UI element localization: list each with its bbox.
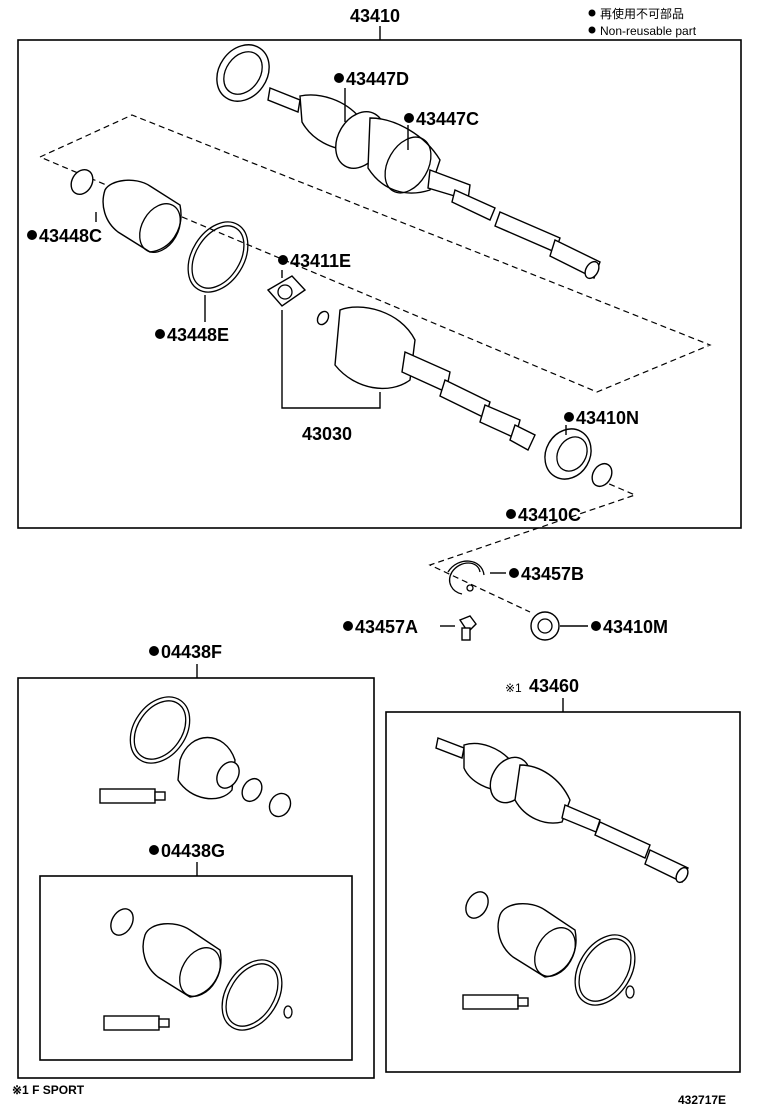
tripod-joint-icon bbox=[266, 275, 330, 326]
svg-text:43457B: 43457B bbox=[521, 564, 584, 584]
footer-note: ※1 F SPORT bbox=[12, 1083, 85, 1097]
non-reusable-bullet-icon bbox=[588, 26, 596, 34]
svg-text:43030: 43030 bbox=[302, 424, 352, 444]
bearing-kit-outline bbox=[428, 479, 637, 613]
inner-joint-housing-icon bbox=[334, 306, 536, 451]
svg-text:43447C: 43447C bbox=[416, 109, 479, 129]
grease-tube-icon bbox=[462, 994, 519, 1010]
non-reusable-bullet-icon bbox=[509, 568, 519, 578]
non-reusable-bullet-icon bbox=[506, 509, 516, 519]
drawing-number: 432717E bbox=[678, 1093, 726, 1107]
non-reusable-bullet-icon bbox=[149, 845, 159, 855]
boot-kit-outline bbox=[39, 114, 712, 393]
label-43457A: 43457A bbox=[343, 617, 418, 637]
svg-text:43460: 43460 bbox=[529, 676, 579, 696]
assembly-43460-group: ※1 43460 bbox=[385, 676, 741, 1073]
non-reusable-bullet-icon bbox=[588, 9, 596, 17]
label-43457B: 43457B bbox=[509, 564, 584, 584]
driveshaft-fsport-icon bbox=[435, 737, 689, 884]
legend-japanese: 再使用不可部品 bbox=[600, 6, 684, 21]
bolt-icon bbox=[458, 615, 477, 641]
assembly-43410-label: 43410 bbox=[350, 6, 400, 26]
label-43448C: 43448C bbox=[27, 226, 102, 246]
non-reusable-bullet-icon bbox=[155, 329, 165, 339]
svg-text:43410N: 43410N bbox=[576, 408, 639, 428]
label-43411E: 43411E bbox=[278, 251, 351, 271]
f-sport-note-mark: ※1 bbox=[505, 681, 522, 695]
svg-text:43448C: 43448C bbox=[39, 226, 102, 246]
non-reusable-bullet-icon bbox=[334, 73, 344, 83]
label-43410N: 43410N bbox=[564, 408, 639, 428]
svg-text:43410C: 43410C bbox=[518, 505, 581, 525]
grease-tube-icon bbox=[99, 788, 156, 804]
label-43410C: 43410C bbox=[506, 505, 581, 525]
snap-ring-icon bbox=[447, 560, 485, 595]
label-43030: 43030 bbox=[302, 424, 352, 444]
seal-icon bbox=[530, 611, 560, 641]
assembly-43460-frame bbox=[385, 711, 741, 1073]
non-reusable-bullet-icon bbox=[278, 255, 288, 265]
label-43447D: 43447D bbox=[334, 69, 409, 89]
legend: 再使用不可部品 Non-reusable part bbox=[588, 6, 697, 38]
svg-text:43457A: 43457A bbox=[355, 617, 418, 637]
label-04438F: 04438F bbox=[149, 642, 222, 662]
svg-text:43448E: 43448E bbox=[167, 325, 229, 345]
svg-text:43410M: 43410M bbox=[603, 617, 668, 637]
non-reusable-bullet-icon bbox=[591, 621, 601, 631]
svg-text:43411E: 43411E bbox=[290, 251, 351, 271]
kit-04438F-frame bbox=[17, 677, 375, 1079]
label-43460: ※1 43460 bbox=[505, 676, 579, 696]
boot-kit-fsport-icon bbox=[462, 891, 636, 1010]
label-43447C: 43447C bbox=[404, 109, 479, 129]
non-reusable-bullet-icon bbox=[404, 113, 414, 123]
non-reusable-bullet-icon bbox=[564, 412, 574, 422]
label-43410M: 43410M bbox=[591, 617, 668, 637]
label-43448E: 43448E bbox=[155, 325, 229, 345]
svg-text:43447D: 43447D bbox=[346, 69, 409, 89]
kit-04438F-group: 04438F 04438G bbox=[17, 642, 375, 1079]
assembly-43410-frame bbox=[17, 39, 742, 529]
non-reusable-bullet-icon bbox=[27, 230, 37, 240]
legend-english: Non-reusable part bbox=[600, 24, 697, 38]
outer-boot-kit-icon bbox=[99, 696, 292, 818]
svg-text:04438G: 04438G bbox=[161, 841, 225, 861]
inner-boot-kit-icon bbox=[103, 908, 293, 1031]
assembly-43410-group: 43410 bbox=[17, 6, 742, 613]
grease-tube-icon bbox=[103, 1015, 160, 1031]
kit-04438G-frame bbox=[39, 875, 353, 1061]
loose-parts-group: 43457B 43457A 43410M bbox=[343, 560, 668, 641]
non-reusable-bullet-icon bbox=[149, 646, 159, 656]
non-reusable-bullet-icon bbox=[343, 621, 353, 631]
inboard-boot-icon bbox=[70, 168, 249, 293]
bearing-icon bbox=[544, 428, 613, 488]
svg-text:04438F: 04438F bbox=[161, 642, 222, 662]
band-ring-icon bbox=[216, 44, 270, 102]
label-04438G: 04438G bbox=[149, 841, 225, 861]
